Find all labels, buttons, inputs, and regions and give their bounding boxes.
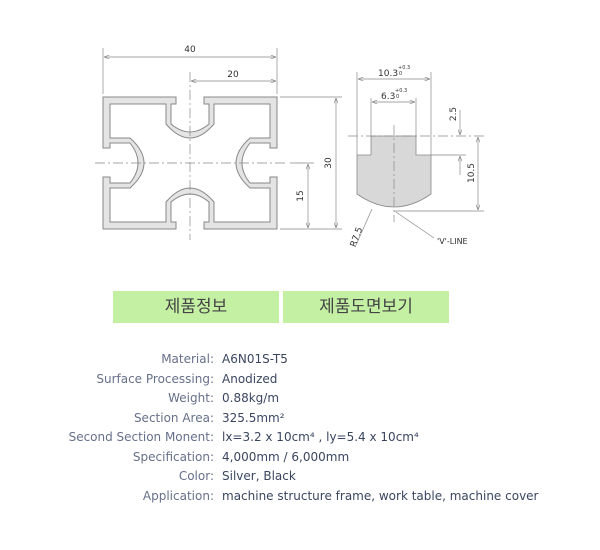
spec-row-surface: Surface Processing: Anodized [0,370,600,390]
spec-label: Color: [178,469,214,483]
spec-label: Surface Processing: [96,371,214,386]
dim-20: 20 [227,70,239,80]
spec-value: machine structure frame, work table, mac… [222,488,539,503]
spec-row-moment: Second Section Monent: lx=3.2 x 10cm⁴ , l… [0,428,600,448]
tol-lower: 0 [396,94,399,100]
spec-value: Silver, Black [222,469,296,483]
spec-value: 4,000mm / 6,000mm [222,449,350,464]
tol-upper: +0.3 [398,65,410,71]
spec-value: Anodized [222,371,278,386]
spec-label: Second Section Monent: [68,430,214,444]
spec-value: 325.5mm² [222,410,285,425]
profile-dimensions [102,48,342,230]
spec-value: 0.88kg/m [222,391,280,405]
dim-30: 30 [324,157,334,169]
spec-row-area: Section Area: 325.5mm² [0,409,600,429]
tol-upper: +0.3 [395,88,407,94]
technical-drawing: 40 20 30 15 10.3 +0.3 0 6.3 +0.3 0 2.5 1… [95,45,484,249]
spec-value: lx=3.2 x 10cm⁴ , ly=5.4 x 10cm⁴ [222,430,419,444]
spec-row-material: Material: A6N01S-T5 [0,350,600,370]
spec-value: A6N01S-T5 [222,352,288,366]
dim-40: 40 [184,45,196,55]
spec-row-application: Application: machine structure frame, wor… [0,487,600,507]
dim-10-5: 10.5 [467,163,477,183]
dim-6-3: 6.3 [381,92,395,102]
v-line-label: 'V'-LINE [437,237,468,246]
tab-product-drawing[interactable]: 제품도면보기 [283,291,449,323]
tab-product-info[interactable]: 제품정보 [113,291,279,323]
spec-list: Material: A6N01S-T5 Surface Processing: An… [0,350,600,506]
slot-detail [348,72,484,246]
tol-lower: 0 [399,71,402,77]
dim-15: 15 [296,190,306,201]
centerlines [95,72,287,240]
spec-row-color: Color: Silver, Black [0,467,600,487]
spec-label: Application: [142,488,214,503]
spec-label: Specification: [132,449,214,464]
spec-label: Section Area: [133,410,214,425]
dim-10-3: 10.3 [378,69,398,79]
spec-label: Material: [161,352,214,366]
dim-2-5: 2.5 [449,107,459,121]
spec-label: Weight: [168,391,214,405]
spec-row-specification: Specification: 4,000mm / 6,000mm [0,448,600,468]
spec-row-weight: Weight: 0.88kg/m [0,389,600,409]
dim-r7-5: R7.5 [349,226,365,249]
